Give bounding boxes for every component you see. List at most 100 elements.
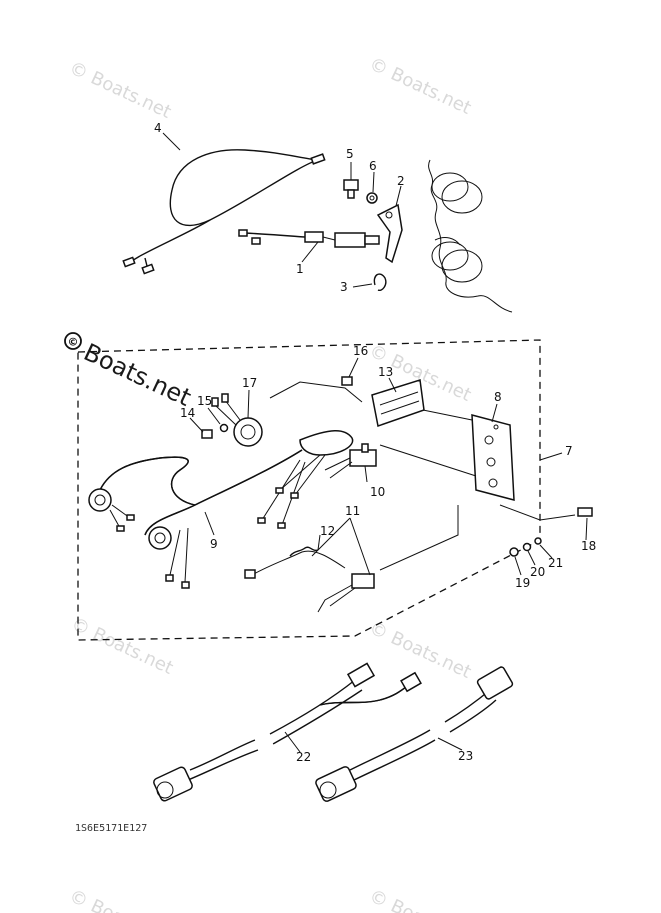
panel-hole: [486, 457, 496, 467]
bolt-shank: [347, 189, 355, 199]
wire-lead: [214, 404, 237, 426]
switch-sleeve: [304, 231, 324, 243]
switch-body-part-1: [334, 232, 366, 248]
connector-plug: [476, 666, 514, 700]
callout-20: 20: [530, 565, 545, 579]
switch-lead: [244, 232, 306, 238]
top-assembly: [122, 132, 513, 313]
washer-hole: [369, 195, 375, 201]
leader-line: [491, 403, 498, 423]
panel-hole: [484, 435, 494, 445]
callout-12: 12: [320, 524, 335, 538]
leader-line: [539, 544, 553, 559]
wire-lead: [184, 527, 189, 583]
clip-terminal: [244, 569, 256, 579]
bracket-part-13: [371, 379, 425, 427]
wire-harness-part-4: [169, 149, 319, 227]
connector-terminal: [290, 492, 299, 499]
callout-16: 16: [353, 344, 368, 358]
plug-face: [154, 532, 166, 544]
connector-plug: [400, 671, 422, 693]
remote-control-assembly: [77, 339, 593, 641]
assembly-line: [269, 381, 363, 403]
washer-part-6: [366, 192, 378, 204]
watermark: © Boats.net: [366, 885, 474, 913]
connector-terminal: [165, 574, 174, 582]
connector-terminal: [126, 514, 135, 521]
switch-link: [322, 236, 336, 241]
connector-plug: [153, 766, 193, 802]
connector-terminal: [257, 517, 266, 524]
copyright-circle: [64, 332, 82, 350]
wire-lead: [224, 399, 241, 421]
callout-3: 3: [340, 280, 348, 294]
bolt-part-18: [577, 507, 593, 517]
engine-port: [441, 249, 483, 283]
watermark-layer: © Boats.net © Boats.net Boats.net © Boat…: [66, 53, 474, 913]
leader-line: [539, 452, 563, 461]
connector-terminal: [116, 525, 125, 532]
nut-part-16: [341, 376, 353, 386]
diagram-code: 1S6E5171E127: [75, 823, 147, 834]
meter-gauge-part-17: [233, 417, 263, 447]
engine-port: [431, 172, 469, 202]
leader-line: [247, 389, 250, 419]
callout-labels: 1 2 3 4 5 6 7 8 9 10 11 12 13 14 15 16 1…: [154, 121, 596, 764]
switch-shaft: [364, 235, 380, 245]
leader-line: [348, 357, 359, 378]
leader-line: [585, 517, 588, 541]
leader-line: [204, 511, 215, 536]
wire-lead: [317, 584, 353, 613]
washer-part-21: [534, 537, 542, 545]
callout-5: 5: [346, 147, 354, 161]
wire-lead: [329, 587, 356, 607]
connector-terminal: [181, 581, 190, 589]
callout-13: 13: [378, 365, 393, 379]
screw-part-14: [201, 429, 213, 439]
connector-terminal: [277, 522, 286, 529]
assembly-line: [379, 444, 477, 477]
extension-harness-part-22: [189, 739, 256, 771]
callout-22: 22: [296, 750, 311, 764]
callout-17: 17: [242, 376, 257, 390]
callout-2: 2: [397, 174, 405, 188]
connector-terminal: [141, 263, 155, 275]
wire-lead: [169, 529, 181, 576]
wire-lead: [109, 509, 121, 529]
leader-line: [527, 550, 536, 566]
extension-harness-part-23: [353, 739, 436, 781]
callout-9: 9: [210, 537, 218, 551]
wire-lead: [329, 461, 353, 479]
panel-hole: [488, 478, 498, 488]
connector-terminal: [275, 487, 284, 494]
lanyard-part-12: [251, 550, 346, 576]
panel-hole: [493, 424, 499, 430]
assembly-line: [422, 409, 473, 421]
callout-8: 8: [494, 390, 502, 404]
wire-lead: [279, 454, 321, 491]
main-harness-core: [144, 449, 303, 536]
harness-loop-core: [99, 456, 196, 506]
leader-line: [437, 737, 463, 751]
watermark: © Boats.net: [66, 57, 174, 122]
connector-plug: [315, 766, 357, 802]
key-switch-body-part-9: [299, 430, 354, 456]
extension-harness-part-22: [269, 679, 356, 735]
callout-10: 10: [370, 485, 385, 499]
callout-1: 1: [296, 262, 304, 276]
leader-line: [317, 534, 321, 551]
watermark: © Boats.net: [366, 617, 474, 682]
bracket-slot: [379, 391, 419, 406]
leader-line: [395, 185, 402, 207]
callout-6: 6: [369, 159, 377, 173]
bracket-part-2: [376, 203, 403, 264]
callout-21: 21: [548, 556, 563, 570]
harness-branch-core: [319, 683, 411, 706]
copyright-mark: ©: [64, 332, 82, 350]
callout-19: 19: [515, 576, 530, 590]
break-gap: [427, 717, 451, 745]
clip-part-3: [373, 273, 387, 292]
watermark: © Boats.net: [366, 53, 474, 118]
plug-face: [319, 781, 337, 799]
callout-23: 23: [458, 749, 473, 763]
